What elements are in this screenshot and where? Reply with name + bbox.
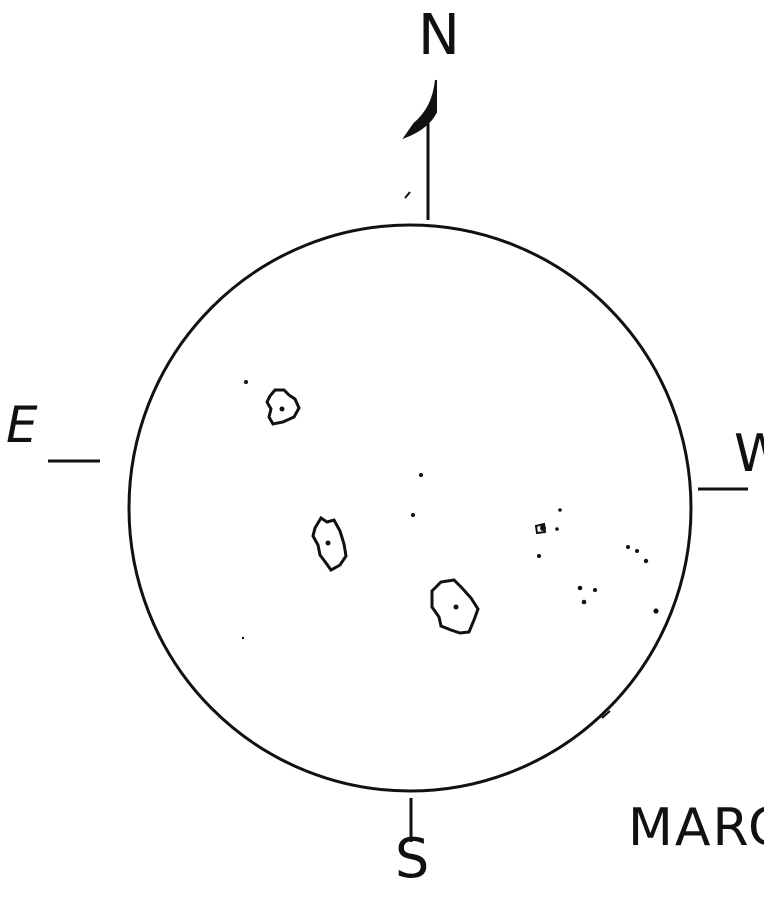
small-pores: [242, 473, 659, 639]
date-caption: MARC: [628, 802, 764, 854]
north-mark-dash: [405, 192, 410, 198]
east-label: E: [6, 400, 38, 450]
sunspot-middle-left-umbra: [326, 541, 331, 546]
north-arrow-mark: [405, 80, 436, 137]
north-label: N: [418, 8, 460, 64]
west-label: W: [734, 428, 764, 480]
sunspot-upper-left-dot: [244, 380, 248, 384]
solar-disk: [129, 225, 691, 791]
sunspot-center-umbra: [454, 605, 459, 610]
south-label: S: [395, 832, 429, 886]
sunspot-upper-left-umbra: [280, 407, 285, 412]
